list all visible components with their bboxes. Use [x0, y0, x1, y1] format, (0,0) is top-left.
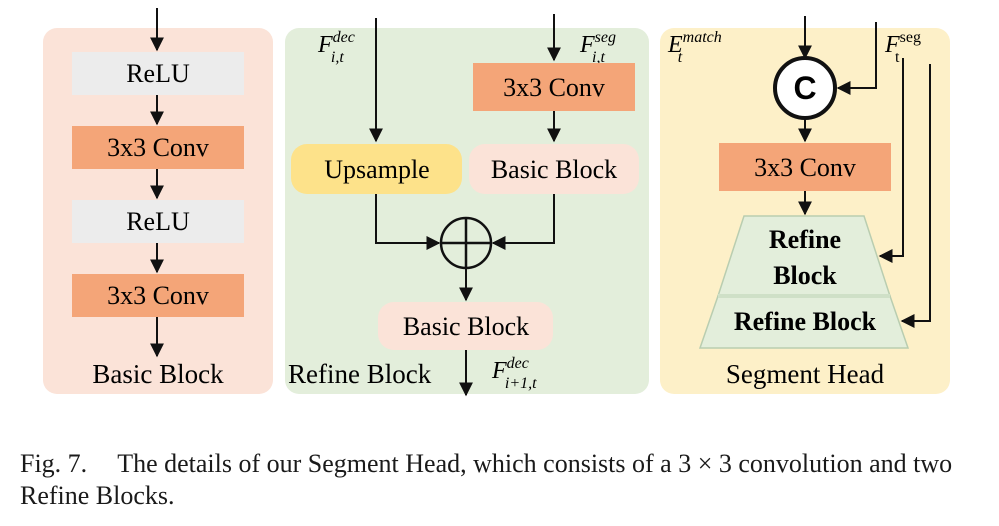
conv-node-1 — [72, 126, 244, 169]
conv-node-2 — [72, 274, 244, 317]
svg-text:C: C — [793, 70, 816, 106]
segment-head-title: Segment Head — [726, 359, 885, 389]
segment-conv-node — [719, 143, 891, 191]
basic-block-bottom-node — [378, 302, 553, 350]
refine-block-1-line1: Refine — [769, 225, 841, 254]
caption-text: The details of our Segment Head, which c… — [20, 449, 953, 510]
relu-node-2 — [72, 200, 244, 243]
figure-label: Fig. 7. — [20, 449, 88, 478]
element-wise-sum-icon — [439, 216, 493, 270]
figure-caption: Fig. 7.The details of our Segment Head, … — [20, 448, 985, 512]
refine-block-2-label: Refine Block — [734, 307, 877, 336]
upsample-node — [291, 144, 462, 194]
refine-conv-label: 3x3 Conv — [503, 73, 605, 102]
relu-label-2: ReLU — [126, 207, 190, 236]
segment-conv-label: 3x3 Conv — [754, 153, 856, 182]
basic-block-title: Basic Block — [92, 359, 224, 389]
conv-label-1: 3x3 Conv — [107, 133, 209, 162]
concat-icon: C — [773, 56, 837, 120]
refine-block-1-line2: Block — [773, 261, 837, 290]
relu-label-1: ReLU — [126, 59, 190, 88]
basic-block-top-node — [469, 144, 639, 194]
basic-block-top-label: Basic Block — [491, 155, 617, 184]
relu-node-1 — [72, 52, 244, 95]
refine-block-title: Refine Block — [288, 359, 432, 389]
architecture-diagram: ReLU 3x3 Conv ReLU 3x3 Conv Basic Block … — [43, 8, 950, 397]
conv-label-2: 3x3 Conv — [107, 281, 209, 310]
refine-conv-node — [473, 63, 635, 111]
basic-block-bottom-label: Basic Block — [403, 312, 529, 341]
upsample-label: Upsample — [324, 155, 429, 184]
